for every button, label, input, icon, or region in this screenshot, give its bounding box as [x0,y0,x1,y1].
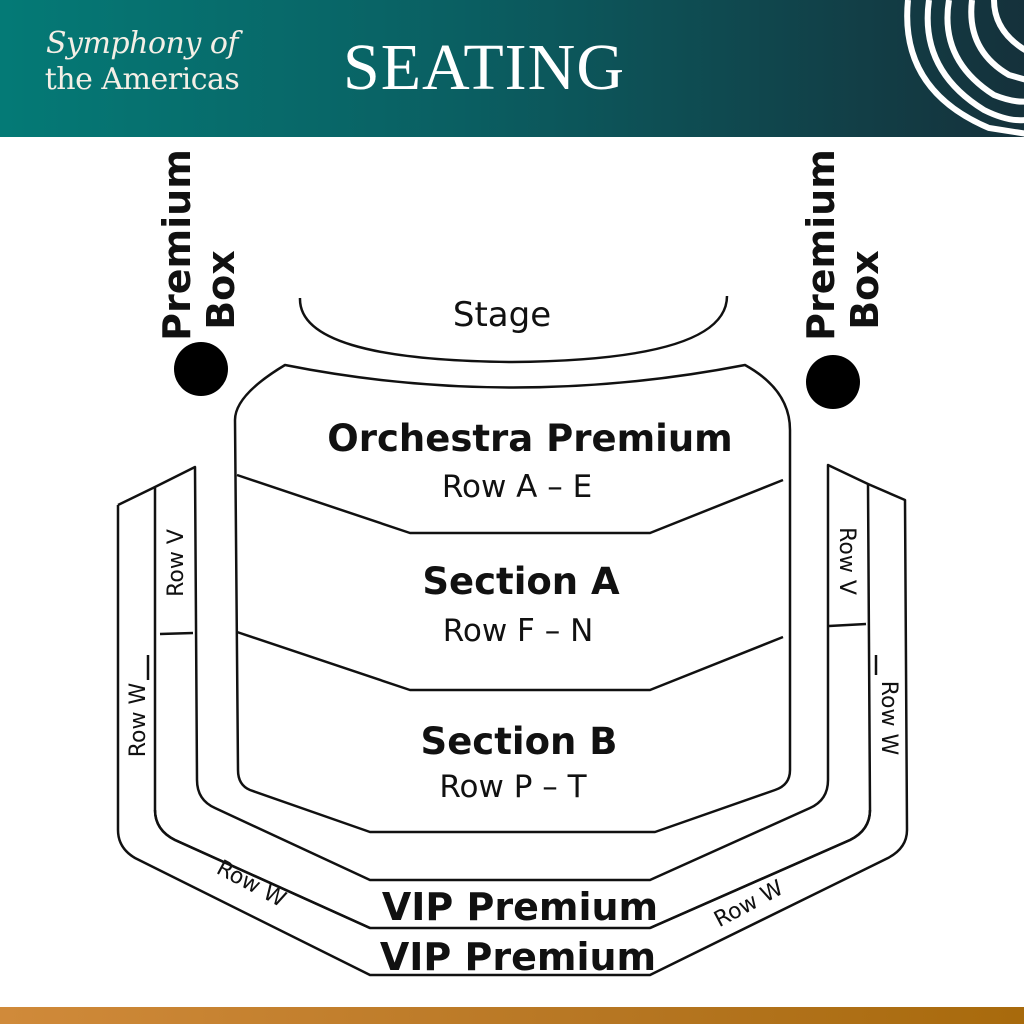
section-b-rows: Row P – T [439,769,587,805]
section-divider-2 [236,630,784,692]
row-w-left-label[interactable]: Row W [126,683,151,758]
premium-box-left-line2: Box [199,250,243,330]
premium-box-left-marker[interactable] [174,342,228,396]
premium-box-left-line1: Premium [155,149,199,341]
section-a-rows: Row F – N [443,613,594,649]
vip-premium-inner-label[interactable]: VIP Premium [382,885,658,929]
main-seating-outline [233,363,792,834]
page-title: SEATING [343,31,625,104]
logo-line2: the Americas [44,62,240,97]
premium-box-right-line1: Premium [799,149,843,341]
orchestra-premium-label[interactable]: Orchestra Premium [327,417,732,460]
row-v-divider-left [159,631,194,636]
section-divider-1 [236,473,784,535]
premium-box-right-marker[interactable] [806,355,860,409]
outer-ring-outline [116,482,909,977]
row-v-right-label[interactable]: Row V [834,527,859,595]
footer-bar [0,1007,1024,1024]
row-v-divider-right [828,622,867,628]
premium-box-right-line2: Box [843,250,887,330]
row-w-right-label[interactable]: Row W [876,681,901,756]
header-banner: Symphony of the Americas SEATING [0,0,1024,137]
inner-ring-outline [153,463,872,930]
orchestra-premium-rows: Row A – E [442,469,592,505]
section-a-label[interactable]: Section A [422,560,620,603]
stage-label: Stage [453,295,551,335]
row-v-left-label[interactable]: Row V [164,529,189,597]
logo-line1: Symphony of [45,26,239,61]
stage-outline [298,295,729,364]
row-w-bottom-left-label[interactable]: Row W [212,856,290,913]
logo: Symphony of the Americas [22,26,262,98]
seating-map: Premium Box Premium Box Stage Orchestra … [116,149,909,979]
section-b-label[interactable]: Section B [421,720,618,763]
swirl-decoration-icon [904,0,1024,137]
vip-premium-outer-label[interactable]: VIP Premium [380,935,656,979]
